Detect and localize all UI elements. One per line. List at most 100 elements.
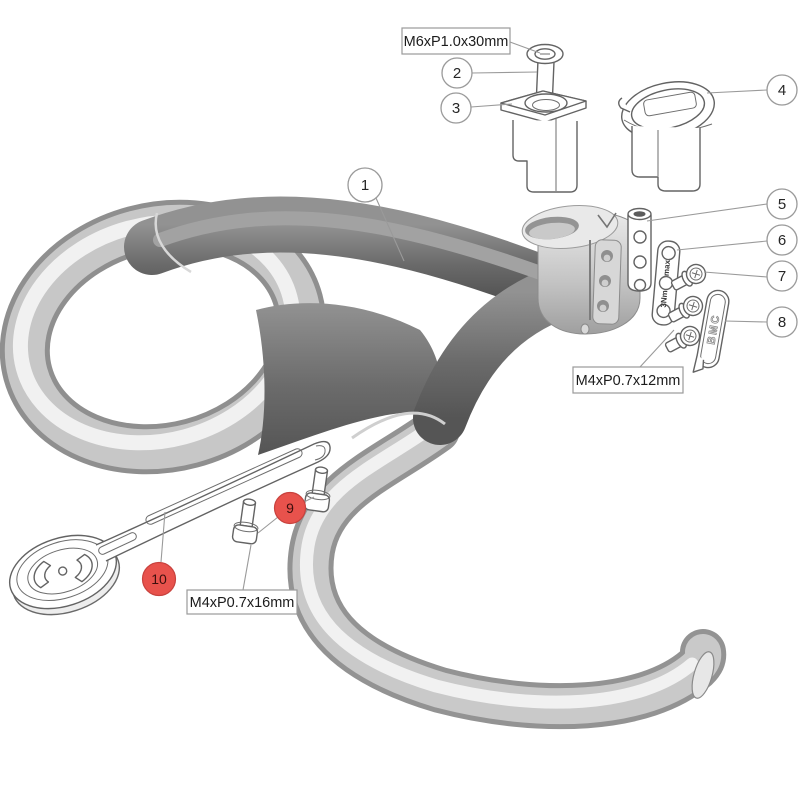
aero-wedge [256,303,443,455]
label-bolt-clamp[interactable]: M4xP0.7x12mm [572,366,684,394]
svg-text:3: 3 [452,100,460,117]
cap-body [631,126,701,192]
barrel-hole-3 [633,278,647,292]
svg-text:7: 7 [778,268,786,285]
mount-wing-slot-1 [74,553,93,583]
svg-text:9: 9 [286,500,294,516]
barrel-hole-1 [633,230,647,244]
part-6-torque-plate: max 3Nm [651,240,681,326]
clamp-notch [597,212,617,229]
svg-text:10: 10 [151,571,167,587]
leader-lines [160,41,768,591]
leader-1 [375,197,405,262]
mount-center-hole [57,566,68,576]
part-9-mount-bolts [231,466,331,545]
part-4-steerer-cap [618,81,716,192]
mount-arm-slot [145,448,303,525]
callout-9[interactable]: 9 [273,491,307,525]
clamp-pin [580,323,590,335]
loop-highlight [12,214,301,451]
mount-arm [95,440,331,562]
label-box [401,27,511,55]
svg-text:1: 1 [361,177,369,194]
dimension-labels: M6xP1.0x30mm M4xP0.7x12mm M4xP0.7x16mm [186,27,684,615]
part-7-clamp-bolts [664,263,707,353]
leader-label-m4-12 [639,329,675,368]
brand-logo: BMC [705,313,722,346]
leader-5 [646,203,768,222]
cap-tab [618,97,631,113]
leader-2 [471,71,538,74]
drop-end-opening [691,651,715,699]
callout-2[interactable]: 2 [441,57,473,89]
brand-plate-inner [700,293,726,365]
callout-5[interactable]: 5 [766,188,798,220]
callout-6[interactable]: 6 [766,224,798,256]
leader-label-m6 [509,41,541,54]
seam-left [154,212,192,274]
clamp-bolt-3 [664,325,701,353]
stem-clamp [521,205,641,335]
clamp-bolt-1 [670,263,707,291]
mount-head [8,534,118,610]
mount-bolt-left [231,498,259,545]
clamp-bracket-holes [597,250,613,312]
clamp-bolt-2 [667,295,704,323]
callout-4[interactable]: 4 [766,74,798,106]
leader-4 [706,89,768,94]
leader-label-m4-16 [242,544,252,591]
label-bolt-mount-text: M4xP0.7x16mm [190,595,295,611]
svg-text:2: 2 [453,65,461,82]
part-1-handlebar-stem-body [0,196,727,730]
wedge-body [512,120,578,193]
mount-wing-slot-2 [33,560,52,589]
callout-7[interactable]: 7 [766,260,798,292]
top-tube-sheen [153,211,567,287]
right-drop-tube [287,407,727,730]
label-box [572,366,684,394]
svg-text:8: 8 [778,314,786,331]
leader-8 [724,320,768,323]
torque-plate-hole-3 [656,303,671,319]
mount-arm-tip [314,445,326,461]
seam-hood [351,411,446,440]
leader-6 [676,240,768,251]
wedge-oval-hole [524,93,568,113]
marking-max: max [662,259,672,276]
torque-plate-hole-1 [661,245,676,261]
callout-10[interactable]: 10 [141,561,177,597]
leader-9a [257,516,279,534]
label-bolt-clamp-text: M4xP0.7x12mm [576,373,681,389]
part-10-computer-mount [8,440,331,616]
leader-10 [160,511,166,563]
brand-plate-body [696,289,730,369]
callout-8[interactable]: 8 [766,306,798,338]
leader-7 [703,271,768,278]
mount-arm-slot-short [98,532,137,555]
svg-text:5: 5 [778,196,786,213]
svg-text:4: 4 [778,82,786,99]
label-box [186,589,298,615]
steerer-hole-inner [529,222,575,240]
barrel-hole-2 [633,255,647,269]
callouts: 1 2 3 4 5 6 7 8 [141,57,798,597]
label-bolt-top[interactable]: M6xP1.0x30mm [401,27,511,55]
label-bolt-top-text: M6xP1.0x30mm [404,34,509,50]
barrel-top-hole [633,211,646,217]
mount-bolt-right [303,466,331,513]
leader-3 [470,103,513,108]
part-3-expander-wedge [500,90,587,193]
drop-highlight [300,419,699,709]
label-bolt-mount[interactable]: M4xP0.7x16mm [186,589,298,615]
wedge-oval-counterbore [532,99,560,111]
brand-plate-tab [692,354,705,373]
marking-torque: 3Nm [659,290,669,308]
callout-1[interactable]: 1 [347,167,383,203]
part-5-barrel-nut [627,207,652,292]
svg-text:6: 6 [778,232,786,249]
part-8-brand-plate: BMC [692,289,730,373]
leader-9b [303,496,315,503]
callout-3[interactable]: 3 [440,92,472,124]
